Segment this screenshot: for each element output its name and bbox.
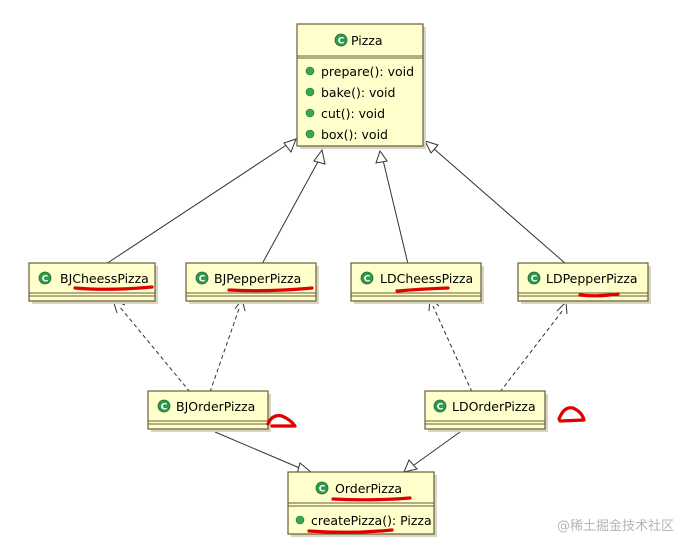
class-icon-letter: C (437, 403, 444, 413)
class-box (350, 262, 482, 302)
inherit-arrowhead-ldpepper (424, 140, 439, 154)
red-annotations (73, 285, 620, 534)
inherit-line-ldcheess (382, 159, 409, 265)
class-name: BJCheessPizza (60, 271, 149, 286)
red-underline-createpizza (307, 528, 394, 534)
class-name: LDOrderPizza (452, 399, 536, 414)
class-icon (315, 481, 329, 495)
class-box (28, 262, 156, 302)
class-ldpepperpizza[interactable]: C LDPepperPizza (517, 262, 651, 304)
red-bracket-ldorder (557, 406, 586, 423)
operation-icon (305, 66, 315, 76)
operation-icon (305, 129, 315, 139)
class-box (185, 262, 317, 302)
class-icon-letter: C (199, 275, 206, 285)
class-icon (433, 399, 447, 413)
class-icon-letter: C (42, 275, 49, 285)
inherit-line-bjcheess (105, 141, 292, 265)
class-name: LDPepperPizza (546, 271, 638, 286)
inherit-arrowhead-bjpepper (313, 148, 326, 165)
inherit-arrowhead-ldcheess (375, 149, 388, 164)
class-icon (195, 271, 209, 285)
class-bjorderpizza[interactable]: C BJOrderPizza (147, 390, 271, 432)
class-bjpepperpizza[interactable]: C BJPepperPizza (185, 262, 319, 304)
inherit-line-bjpepper (261, 157, 321, 265)
watermark-text: @稀土掘金技术社区 (556, 519, 674, 534)
inherit-line-ldpepper (432, 147, 567, 265)
class-icon (157, 399, 171, 413)
operation-icon (305, 87, 315, 97)
dep-line-bjorder-bjcheess (118, 305, 191, 393)
red-bracket-bjorder (266, 414, 297, 428)
class-icon (360, 271, 374, 285)
operation: prepare(): void (321, 64, 414, 79)
inherit-line-ldorder (413, 431, 461, 466)
class-icon-letter: C (531, 275, 538, 285)
operation-icon (305, 108, 315, 118)
red-underline-ldcheess (395, 286, 450, 293)
operation: bake(): void (321, 85, 395, 100)
dep-line-ldorder-ldcheess (432, 305, 473, 393)
class-name: BJOrderPizza (176, 399, 255, 414)
red-underline-ldpepper (578, 292, 620, 298)
class-orderpizza[interactable]: C OrderPizza createPizza(): Pizza (287, 471, 437, 537)
class-pizza[interactable]: C Pizza prepare(): void bake(): void cut… (296, 23, 426, 149)
red-underline-orderpizza-name (331, 496, 412, 502)
class-icon (527, 271, 541, 285)
inherit-arrowhead-bjcheess (283, 138, 297, 154)
operation: box(): void (321, 127, 388, 142)
class-box (424, 390, 546, 430)
operation-icon (295, 515, 305, 525)
red-underline-bjpepper (227, 286, 314, 293)
class-name: LDCheessPizza (380, 271, 473, 286)
inherit-line-bjorder (214, 431, 303, 470)
operation: cut(): void (321, 106, 385, 121)
class-bjcheesspizza[interactable]: C BJCheessPizza (28, 262, 158, 304)
class-ldcheesspizza[interactable]: C LDCheessPizza (350, 262, 484, 304)
class-icon (38, 271, 52, 285)
inherit-arrowhead-ldorder (403, 459, 418, 473)
class-box (296, 23, 424, 147)
class-name: OrderPizza (335, 481, 402, 496)
class-name: BJPepperPizza (214, 271, 301, 286)
class-icon (334, 33, 348, 47)
class-icon-letter: C (319, 485, 326, 495)
class-ldorderpizza[interactable]: C LDOrderPizza (424, 390, 548, 432)
dep-line-ldorder-ldpepper (499, 309, 564, 393)
class-icon-letter: C (338, 37, 345, 47)
class-icon-letter: C (161, 403, 168, 413)
dep-line-bjorder-bjpepper (209, 305, 241, 393)
relationships (105, 138, 568, 475)
operation: createPizza(): Pizza (311, 513, 432, 528)
red-underline-bjcheess (73, 285, 154, 291)
class-name: Pizza (351, 33, 383, 48)
class-icon-letter: C (364, 275, 371, 285)
